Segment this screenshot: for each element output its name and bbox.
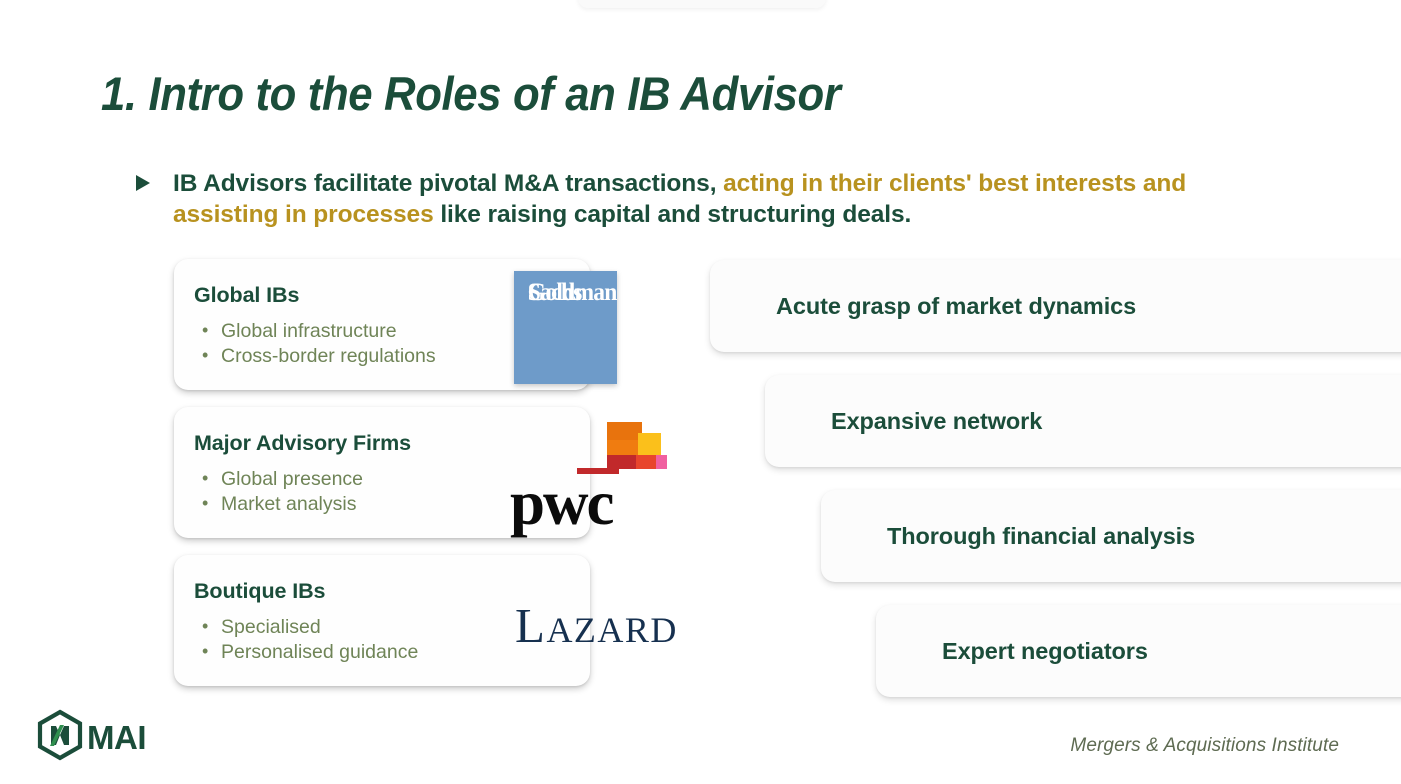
left-card-major-advisory-firms[interactable]: Major Advisory Firms Global presence Mar…	[174, 407, 590, 538]
list-item: Personalised guidance	[202, 639, 418, 665]
left-card-bullet-list: Global infrastructure Cross-border regul…	[202, 318, 436, 369]
right-card-expansive-network[interactable]: Expansive network	[765, 375, 1401, 467]
left-card-bullet-list: Global presence Market analysis	[202, 466, 363, 517]
lead-text-part1: IB Advisors facilitate pivotal M&A trans…	[173, 170, 724, 197]
right-card-financial-analysis[interactable]: Thorough financial analysis	[821, 490, 1401, 582]
right-card-expert-negotiators[interactable]: Expert negotiators	[876, 605, 1401, 697]
left-card-title: Global IBs	[194, 283, 300, 307]
left-card-boutique-ibs[interactable]: Boutique IBs Specialised Personalised gu…	[174, 555, 590, 686]
list-item: Specialised	[202, 614, 418, 640]
hexagon-m-icon	[34, 709, 86, 766]
lazard-logo: LAZARD	[515, 597, 678, 654]
lazard-wordmark-initial: L	[515, 598, 547, 653]
lead-text-highlight: acting in their clients' best interests …	[173, 170, 1187, 228]
triangle-right-icon	[136, 175, 150, 191]
left-card-title: Boutique IBs	[194, 579, 326, 603]
pwc-logo: pwc	[510, 412, 675, 535]
page-title: 1. Intro to the Roles of an IB Advisor	[101, 67, 841, 120]
lead-bullet-text: IB Advisors facilitate pivotal M&A trans…	[173, 168, 1266, 230]
right-card-label: Expansive network	[831, 407, 1043, 434]
pwc-blocks-icon	[510, 412, 675, 479]
list-item: Global presence	[202, 466, 363, 492]
mai-logo: MAI	[34, 709, 147, 766]
top-partial-shape	[578, 0, 826, 8]
left-card-title: Major Advisory Firms	[194, 431, 412, 455]
left-card-bullet-list: Specialised Personalised guidance	[202, 614, 418, 665]
right-card-market-dynamics[interactable]: Acute grasp of market dynamics	[710, 260, 1401, 352]
lead-text-part2: like raising capital and structuring dea…	[433, 201, 912, 228]
list-item: Cross-border regulations	[202, 343, 436, 369]
lead-bullet-row: IB Advisors facilitate pivotal M&A trans…	[136, 168, 1266, 230]
pwc-wordmark: pwc	[510, 468, 614, 538]
right-card-label: Thorough financial analysis	[887, 522, 1196, 549]
list-item: Market analysis	[202, 491, 363, 517]
mai-wordmark: MAI	[87, 718, 147, 756]
lazard-wordmark-rest: AZARD	[546, 610, 678, 650]
right-card-label: Acute grasp of market dynamics	[776, 292, 1137, 319]
footer-note: Mergers & Acquisitions Institute	[1070, 735, 1339, 756]
list-item: Global infrastructure	[202, 318, 436, 344]
right-card-label: Expert negotiators	[942, 637, 1148, 664]
